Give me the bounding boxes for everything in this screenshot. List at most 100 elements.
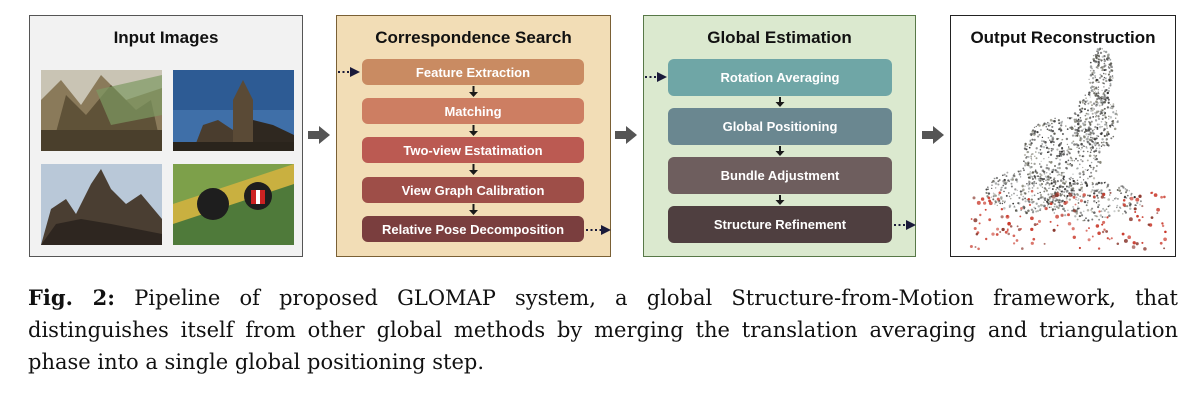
- point-cloud-point: [1103, 107, 1106, 110]
- point-cloud-point: [1089, 69, 1092, 72]
- point-cloud-point: [1008, 204, 1012, 208]
- point-cloud-point: [1062, 175, 1066, 178]
- point-cloud-point: [1100, 145, 1103, 147]
- point-cloud-point: [1093, 71, 1096, 74]
- camera-point: [988, 199, 992, 203]
- point-cloud-point: [1103, 65, 1106, 68]
- point-cloud-point: [1058, 122, 1061, 125]
- point-cloud-point: [1028, 146, 1031, 149]
- point-cloud-point: [1026, 183, 1028, 185]
- point-cloud-point: [1008, 192, 1010, 194]
- camera-point: [1141, 205, 1144, 208]
- point-cloud-point: [1091, 73, 1094, 76]
- point-cloud-point: [1024, 185, 1026, 188]
- point-cloud-point: [1004, 181, 1007, 185]
- point-cloud-point: [1092, 90, 1094, 93]
- point-cloud-point: [1064, 214, 1067, 217]
- point-cloud-point: [1116, 204, 1119, 207]
- point-cloud-point: [1029, 171, 1032, 173]
- point-cloud-point: [1111, 107, 1114, 110]
- point-cloud-point: [1117, 198, 1119, 200]
- block-arrow-2: [615, 126, 637, 144]
- point-cloud-point: [1030, 134, 1033, 137]
- point-cloud-point: [987, 188, 989, 190]
- point-cloud-point: [1072, 179, 1075, 183]
- camera-point: [1129, 196, 1134, 201]
- point-cloud-point: [1087, 136, 1089, 138]
- point-cloud-point: [1077, 114, 1079, 117]
- point-cloud-point: [1114, 117, 1117, 119]
- camera-point: [1095, 224, 1100, 228]
- point-cloud-point: [1108, 79, 1111, 82]
- point-cloud-point: [1026, 145, 1028, 148]
- camera-point: [1101, 230, 1105, 234]
- point-cloud-point: [1101, 103, 1104, 106]
- camera-point: [987, 196, 991, 200]
- point-cloud-point: [1074, 215, 1077, 218]
- point-cloud-point: [1097, 86, 1100, 88]
- point-cloud-point: [1130, 192, 1133, 195]
- point-cloud-point: [1053, 203, 1056, 206]
- point-cloud-point: [1041, 196, 1044, 199]
- point-cloud-point: [1103, 209, 1106, 212]
- point-cloud-point: [1063, 152, 1066, 154]
- point-cloud-point: [1104, 94, 1107, 96]
- point-cloud-point: [1058, 166, 1061, 170]
- camera-point: [1051, 194, 1056, 199]
- point-cloud-point: [1128, 190, 1130, 192]
- camera-point: [984, 208, 987, 211]
- point-cloud-point: [1074, 125, 1076, 127]
- point-cloud-point: [1085, 204, 1088, 207]
- point-cloud-point: [1121, 185, 1124, 188]
- camera-point: [1020, 206, 1023, 210]
- point-cloud-point: [1073, 118, 1076, 121]
- point-cloud-point: [1053, 120, 1056, 123]
- point-cloud-point: [1068, 163, 1071, 166]
- point-cloud-point: [1104, 68, 1107, 71]
- point-cloud-point: [1088, 194, 1092, 198]
- point-cloud-point: [1123, 195, 1127, 199]
- camera-point: [1012, 234, 1016, 238]
- point-cloud-point: [1104, 88, 1107, 91]
- point-cloud-point: [1104, 120, 1107, 123]
- point-cloud-point: [1011, 178, 1015, 181]
- point-cloud-point: [1108, 204, 1111, 207]
- camera-point: [1028, 203, 1032, 207]
- point-cloud-point: [1095, 66, 1098, 69]
- point-cloud-point: [1013, 175, 1016, 177]
- point-cloud-point: [1095, 215, 1098, 218]
- point-cloud-point: [1076, 143, 1078, 145]
- point-cloud-point: [1120, 192, 1123, 194]
- point-cloud-point: [1054, 169, 1057, 172]
- point-cloud-point: [1070, 157, 1073, 160]
- point-cloud-point: [1073, 112, 1077, 115]
- correspondence-search-panel: Correspondence Search Feature Extraction…: [336, 15, 611, 257]
- point-cloud-point: [1052, 198, 1055, 202]
- point-cloud-point: [1022, 205, 1025, 209]
- point-cloud-point: [1070, 159, 1072, 162]
- point-cloud-point: [1102, 141, 1105, 144]
- point-cloud-point: [1036, 124, 1039, 126]
- point-cloud-point: [1077, 129, 1079, 132]
- point-cloud-point: [1087, 194, 1089, 197]
- camera-point: [1135, 242, 1139, 246]
- point-cloud-point: [1059, 193, 1062, 195]
- point-cloud-point: [1076, 207, 1080, 210]
- point-cloud-point: [1125, 189, 1129, 192]
- point-cloud-point: [1080, 213, 1083, 215]
- point-cloud-point: [1129, 207, 1132, 210]
- point-cloud-point: [1039, 196, 1043, 200]
- camera-point: [1150, 191, 1154, 194]
- point-cloud-point: [1109, 58, 1112, 61]
- point-cloud-point: [1001, 186, 1003, 189]
- point-cloud-point: [1059, 127, 1062, 130]
- point-cloud-point: [1120, 185, 1123, 188]
- point-cloud-point: [1031, 177, 1034, 181]
- point-cloud-point: [1058, 154, 1061, 157]
- point-cloud-point: [1087, 126, 1091, 129]
- point-cloud-point: [1100, 210, 1103, 213]
- point-cloud-point: [1062, 186, 1065, 188]
- point-cloud-point: [1104, 96, 1107, 99]
- point-cloud-point: [1060, 171, 1063, 174]
- point-cloud-point: [1028, 165, 1030, 167]
